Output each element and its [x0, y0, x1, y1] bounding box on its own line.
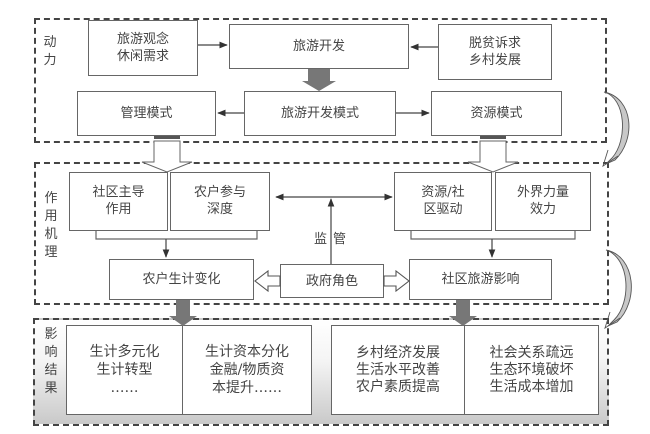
- result-zone-label: 影 响 结 果: [44, 327, 58, 396]
- livelihood-diversification-box: 生计多元化 生计转型 ……: [66, 325, 183, 415]
- supervision-label: 监管: [314, 232, 353, 247]
- government-role-box: 政府角色: [280, 264, 384, 298]
- poverty-appeal-box: 脱贫诉求 乡村发展: [438, 24, 552, 80]
- resource-mode-box: 资源模式: [431, 91, 562, 136]
- capital-differentiation-box: 生计资本分化 金融/物质资 本提升……: [182, 325, 312, 415]
- management-mode-box: 管理模式: [77, 91, 216, 136]
- community-lead-box: 社区主导 作用: [69, 172, 168, 231]
- livelihood-change-box: 农户生计变化: [109, 259, 254, 300]
- tourism-development-box: 旅游开发: [229, 24, 409, 69]
- tourism-concept-box: 旅游观念 休闲需求: [88, 20, 198, 76]
- positive-effects-box: 乡村经济发展 生活水平改善 农户素质提高: [331, 325, 465, 415]
- resource-community-drive-box: 资源/社 区驱动: [394, 172, 492, 231]
- external-force-box: 外界力量 效力: [495, 172, 591, 231]
- driver-zone: [34, 18, 607, 143]
- community-tourism-impact-box: 社区旅游影响: [409, 259, 552, 300]
- mechanism-zone-label: 作 用 机 理: [44, 191, 58, 260]
- driver-zone-label: 动 力: [43, 35, 57, 68]
- negative-effects-box: 社会关系疏远 生态环境破坏 生活成本增加: [464, 325, 599, 415]
- mechanism-zone: [34, 162, 609, 305]
- farmer-participation-box: 农户参与 深度: [170, 172, 270, 231]
- development-mode-box: 旅游开发模式: [244, 91, 396, 136]
